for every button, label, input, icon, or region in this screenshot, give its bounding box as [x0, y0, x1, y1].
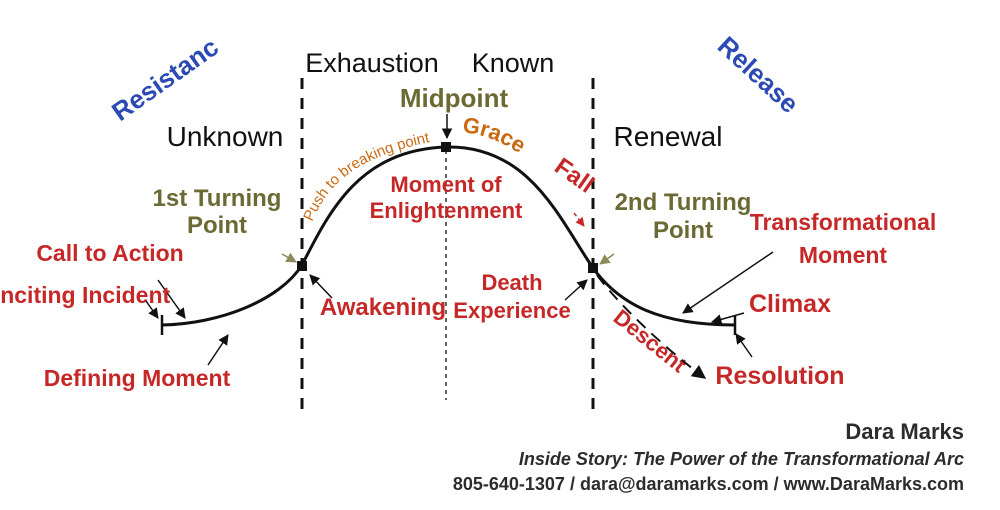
- first-turning-line2: Point: [187, 212, 247, 239]
- defining-moment: Defining Moment: [44, 365, 231, 391]
- second-turning-line1: 2nd Turning: [615, 189, 752, 216]
- zone-renewal: Renewal: [614, 121, 723, 152]
- zone-known: Known: [472, 48, 555, 78]
- climax-arrow: [710, 312, 745, 325]
- midpoint-marker: [441, 142, 451, 152]
- contact-info: 805-640-1307 / dara@daramarks.com / www.…: [452, 474, 964, 494]
- fall-arrow: [573, 212, 585, 227]
- descent-label: Descent: [609, 304, 692, 377]
- call-to-action: Call to Action: [36, 240, 183, 266]
- first-turning-line1: 1st Turning: [153, 185, 282, 212]
- descent-arrow: [596, 274, 707, 379]
- attribution-footer: Dara Marks Inside Story: The Power of th…: [453, 418, 964, 496]
- death-line1: Death: [481, 270, 542, 295]
- awakening-arrow: [309, 274, 333, 299]
- first-turning-arrow: [281, 252, 297, 263]
- second-turning-arrow: [599, 253, 615, 265]
- inciting-incident: Inciting Incident: [0, 282, 170, 308]
- awakening: Awakening: [320, 294, 446, 321]
- book-title: Inside Story: The Power of the Transform…: [518, 449, 964, 469]
- inciting-incident-arrow: [145, 300, 159, 319]
- zone-resistance: Resistance: [0, 0, 224, 127]
- first-turning-marker: [297, 261, 307, 271]
- second-turning-line2: Point: [653, 217, 713, 244]
- transformational-arrow: [682, 251, 774, 314]
- climax-label: Climax: [749, 290, 831, 318]
- author-name: Dara Marks: [845, 419, 964, 444]
- enlightenment-line1: Moment of: [390, 172, 502, 197]
- enlightenment-line2: Enlightenment: [370, 198, 523, 223]
- transformational-line2: Moment: [799, 242, 888, 268]
- midpoint-label: Midpoint: [400, 83, 509, 113]
- death-line2: Experience: [453, 298, 570, 323]
- zone-release: Release: [712, 30, 805, 119]
- grace-label: Grace: [461, 112, 530, 158]
- transformational-line1: Transformational: [750, 209, 937, 235]
- zone-unknown: Unknown: [167, 121, 284, 152]
- death-arrow: [564, 279, 588, 301]
- resolution-arrow: [735, 333, 753, 358]
- defining-moment-arrow: [207, 334, 229, 366]
- resolution-label: Resolution: [715, 362, 844, 390]
- zone-exhaustion: Exhaustion: [305, 48, 439, 78]
- second-turning-marker: [588, 263, 598, 273]
- call-to-action-arrow: [157, 279, 186, 319]
